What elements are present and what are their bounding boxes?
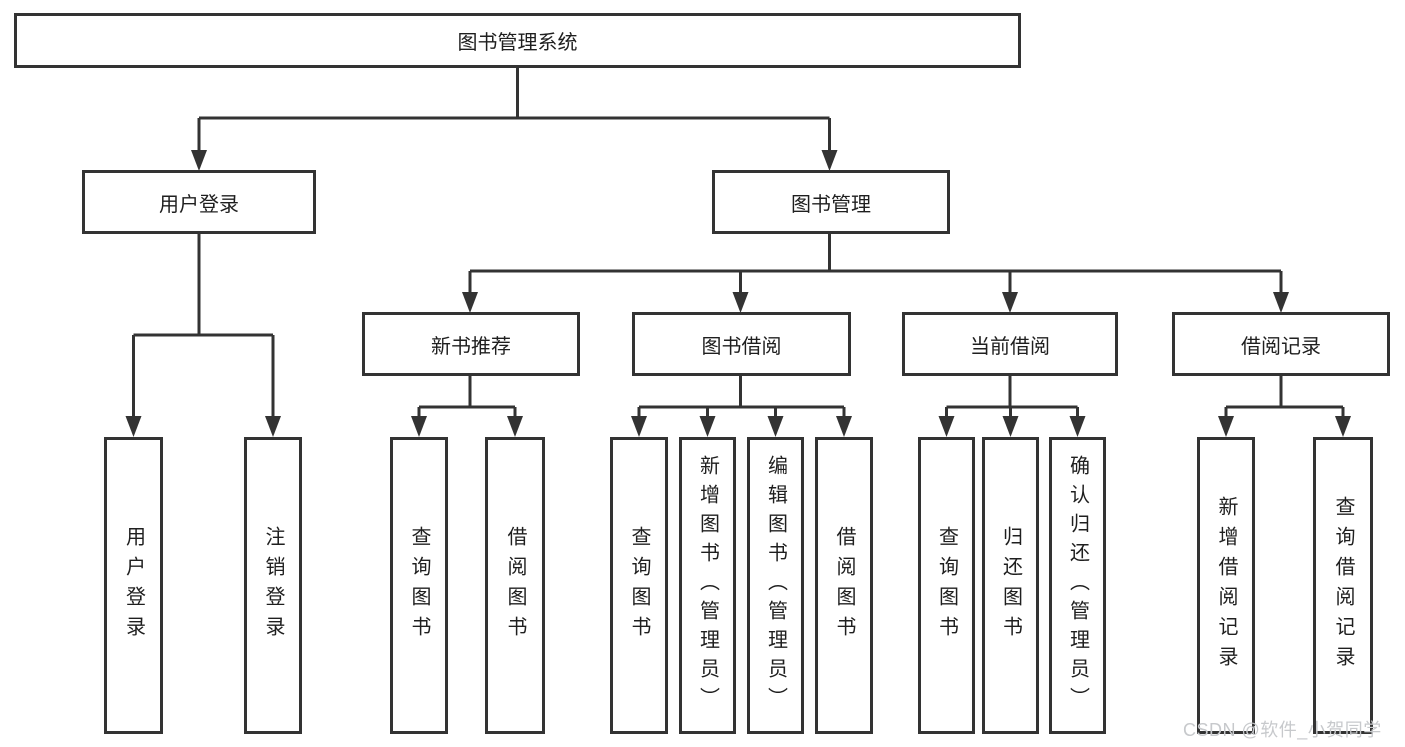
node-book-management: 图书管理 xyxy=(712,170,950,234)
connector-book-mgmt-to-level3 xyxy=(462,234,1289,313)
leaf-return-books: 归还图书 xyxy=(982,437,1039,734)
leaf-add-books-admin: 新增图书（管理员） xyxy=(679,437,736,734)
connector-records-to-leaves xyxy=(1218,376,1351,437)
leaf-user-login: 用户登录 xyxy=(104,437,163,734)
leaf-borrow-books: 借阅图书 xyxy=(815,437,873,734)
leaf-query-books-borrow: 查询图书 xyxy=(610,437,668,734)
leaf-edit-books-admin: 编辑图书（管理员） xyxy=(747,437,804,734)
node-current-borrowing: 当前借阅 xyxy=(902,312,1118,376)
node-borrowing-records: 借阅记录 xyxy=(1172,312,1390,376)
connector-user-login-to-leaves xyxy=(125,234,281,437)
connector-root-to-level2 xyxy=(191,68,838,171)
connector-current-to-leaves xyxy=(938,376,1086,437)
leaf-query-borrow-record: 查询借阅记录 xyxy=(1313,437,1373,734)
watermark-text: CSDN @软件_小贺同学 xyxy=(1183,720,1382,740)
leaf-query-books-current: 查询图书 xyxy=(918,437,975,734)
leaf-borrow-books-recommend: 借阅图书 xyxy=(485,437,545,734)
leaf-confirm-return-admin: 确认归还（管理员） xyxy=(1049,437,1106,734)
connector-borrow-to-leaves xyxy=(631,376,852,437)
node-new-book-recommendation: 新书推荐 xyxy=(362,312,580,376)
node-book-borrowing: 图书借阅 xyxy=(632,312,851,376)
leaf-query-books-recommend: 查询图书 xyxy=(390,437,448,734)
node-library-management-system: 图书管理系统 xyxy=(14,13,1021,68)
leaf-logout-login: 注销登录 xyxy=(244,437,302,734)
node-user-login: 用户登录 xyxy=(82,170,316,234)
connector-newbook-to-leaves xyxy=(411,376,523,437)
leaf-add-borrow-record: 新增借阅记录 xyxy=(1197,437,1255,734)
